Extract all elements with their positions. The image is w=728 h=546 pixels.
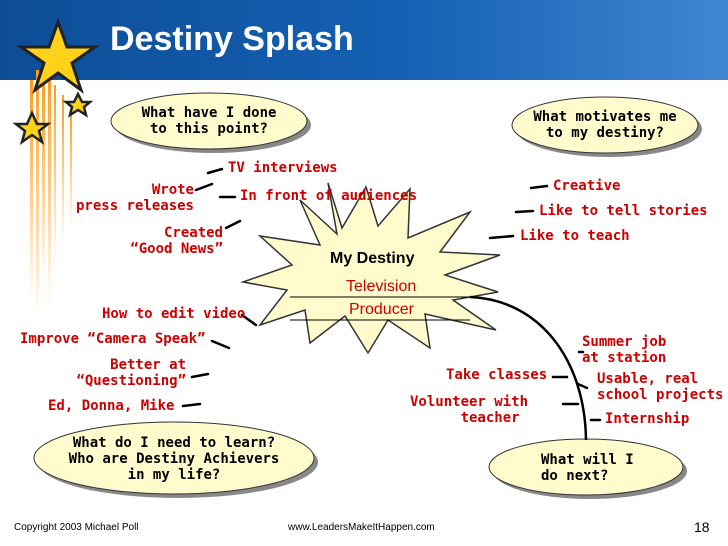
item-volunteer: Volunteer with teacher — [410, 394, 529, 426]
item-summer-job: Summer job at station — [582, 334, 667, 366]
bubble-motivates — [511, 96, 699, 154]
item-tv-interviews: TV interviews — [228, 160, 338, 176]
center-title: My Destiny — [330, 250, 415, 267]
bubble-motivates-text: What motivates me to my destiny? — [533, 109, 677, 141]
item-questioning: Better at “Questioning” — [76, 357, 186, 389]
page-title: Destiny Splash — [110, 20, 354, 58]
bubble-done — [110, 92, 308, 150]
item-people: Ed, Donna, Mike — [48, 398, 175, 414]
footer-copyright: Copyright 2003 Michael Poll — [14, 522, 139, 533]
small-star-icon — [62, 91, 94, 118]
item-good-news: Created “Good News” — [130, 225, 223, 257]
page-number: 18 — [694, 519, 710, 535]
item-press-releases: Wrote press releases — [75, 182, 194, 214]
item-tell-stories: Like to tell stories — [539, 203, 708, 219]
bubble-learn — [33, 421, 315, 495]
item-internship: Internship — [605, 411, 690, 427]
title-bar — [0, 0, 728, 80]
center-line-1: Television — [346, 278, 417, 295]
destiny-starburst — [240, 182, 501, 355]
footer-url: www.LeadersMakeItHappen.com — [288, 522, 435, 533]
item-audiences: In front of audiences — [240, 188, 418, 204]
center-line-2: Producer — [349, 301, 414, 318]
big-star-icon — [16, 17, 100, 95]
bubble-learn-text: What do I need to learn? Who are Destiny… — [68, 435, 280, 483]
next-path-curve — [469, 295, 588, 441]
item-take-classes: Take classes — [446, 367, 548, 383]
bubble-done-text: What have I done to this point? — [141, 105, 277, 137]
small-star-icon — [12, 109, 52, 146]
star-streaks — [30, 70, 72, 320]
connector-lines — [181, 167, 602, 422]
item-teach: Like to teach — [520, 228, 630, 244]
item-camera-speak: Improve “Camera Speak” — [20, 331, 206, 347]
item-usable-projects: Usable, real school projects — [597, 371, 724, 403]
bubble-next-text: What will I do next? — [541, 452, 634, 484]
item-edit-video: How to edit video — [102, 306, 246, 322]
item-creative: Creative — [553, 178, 621, 194]
